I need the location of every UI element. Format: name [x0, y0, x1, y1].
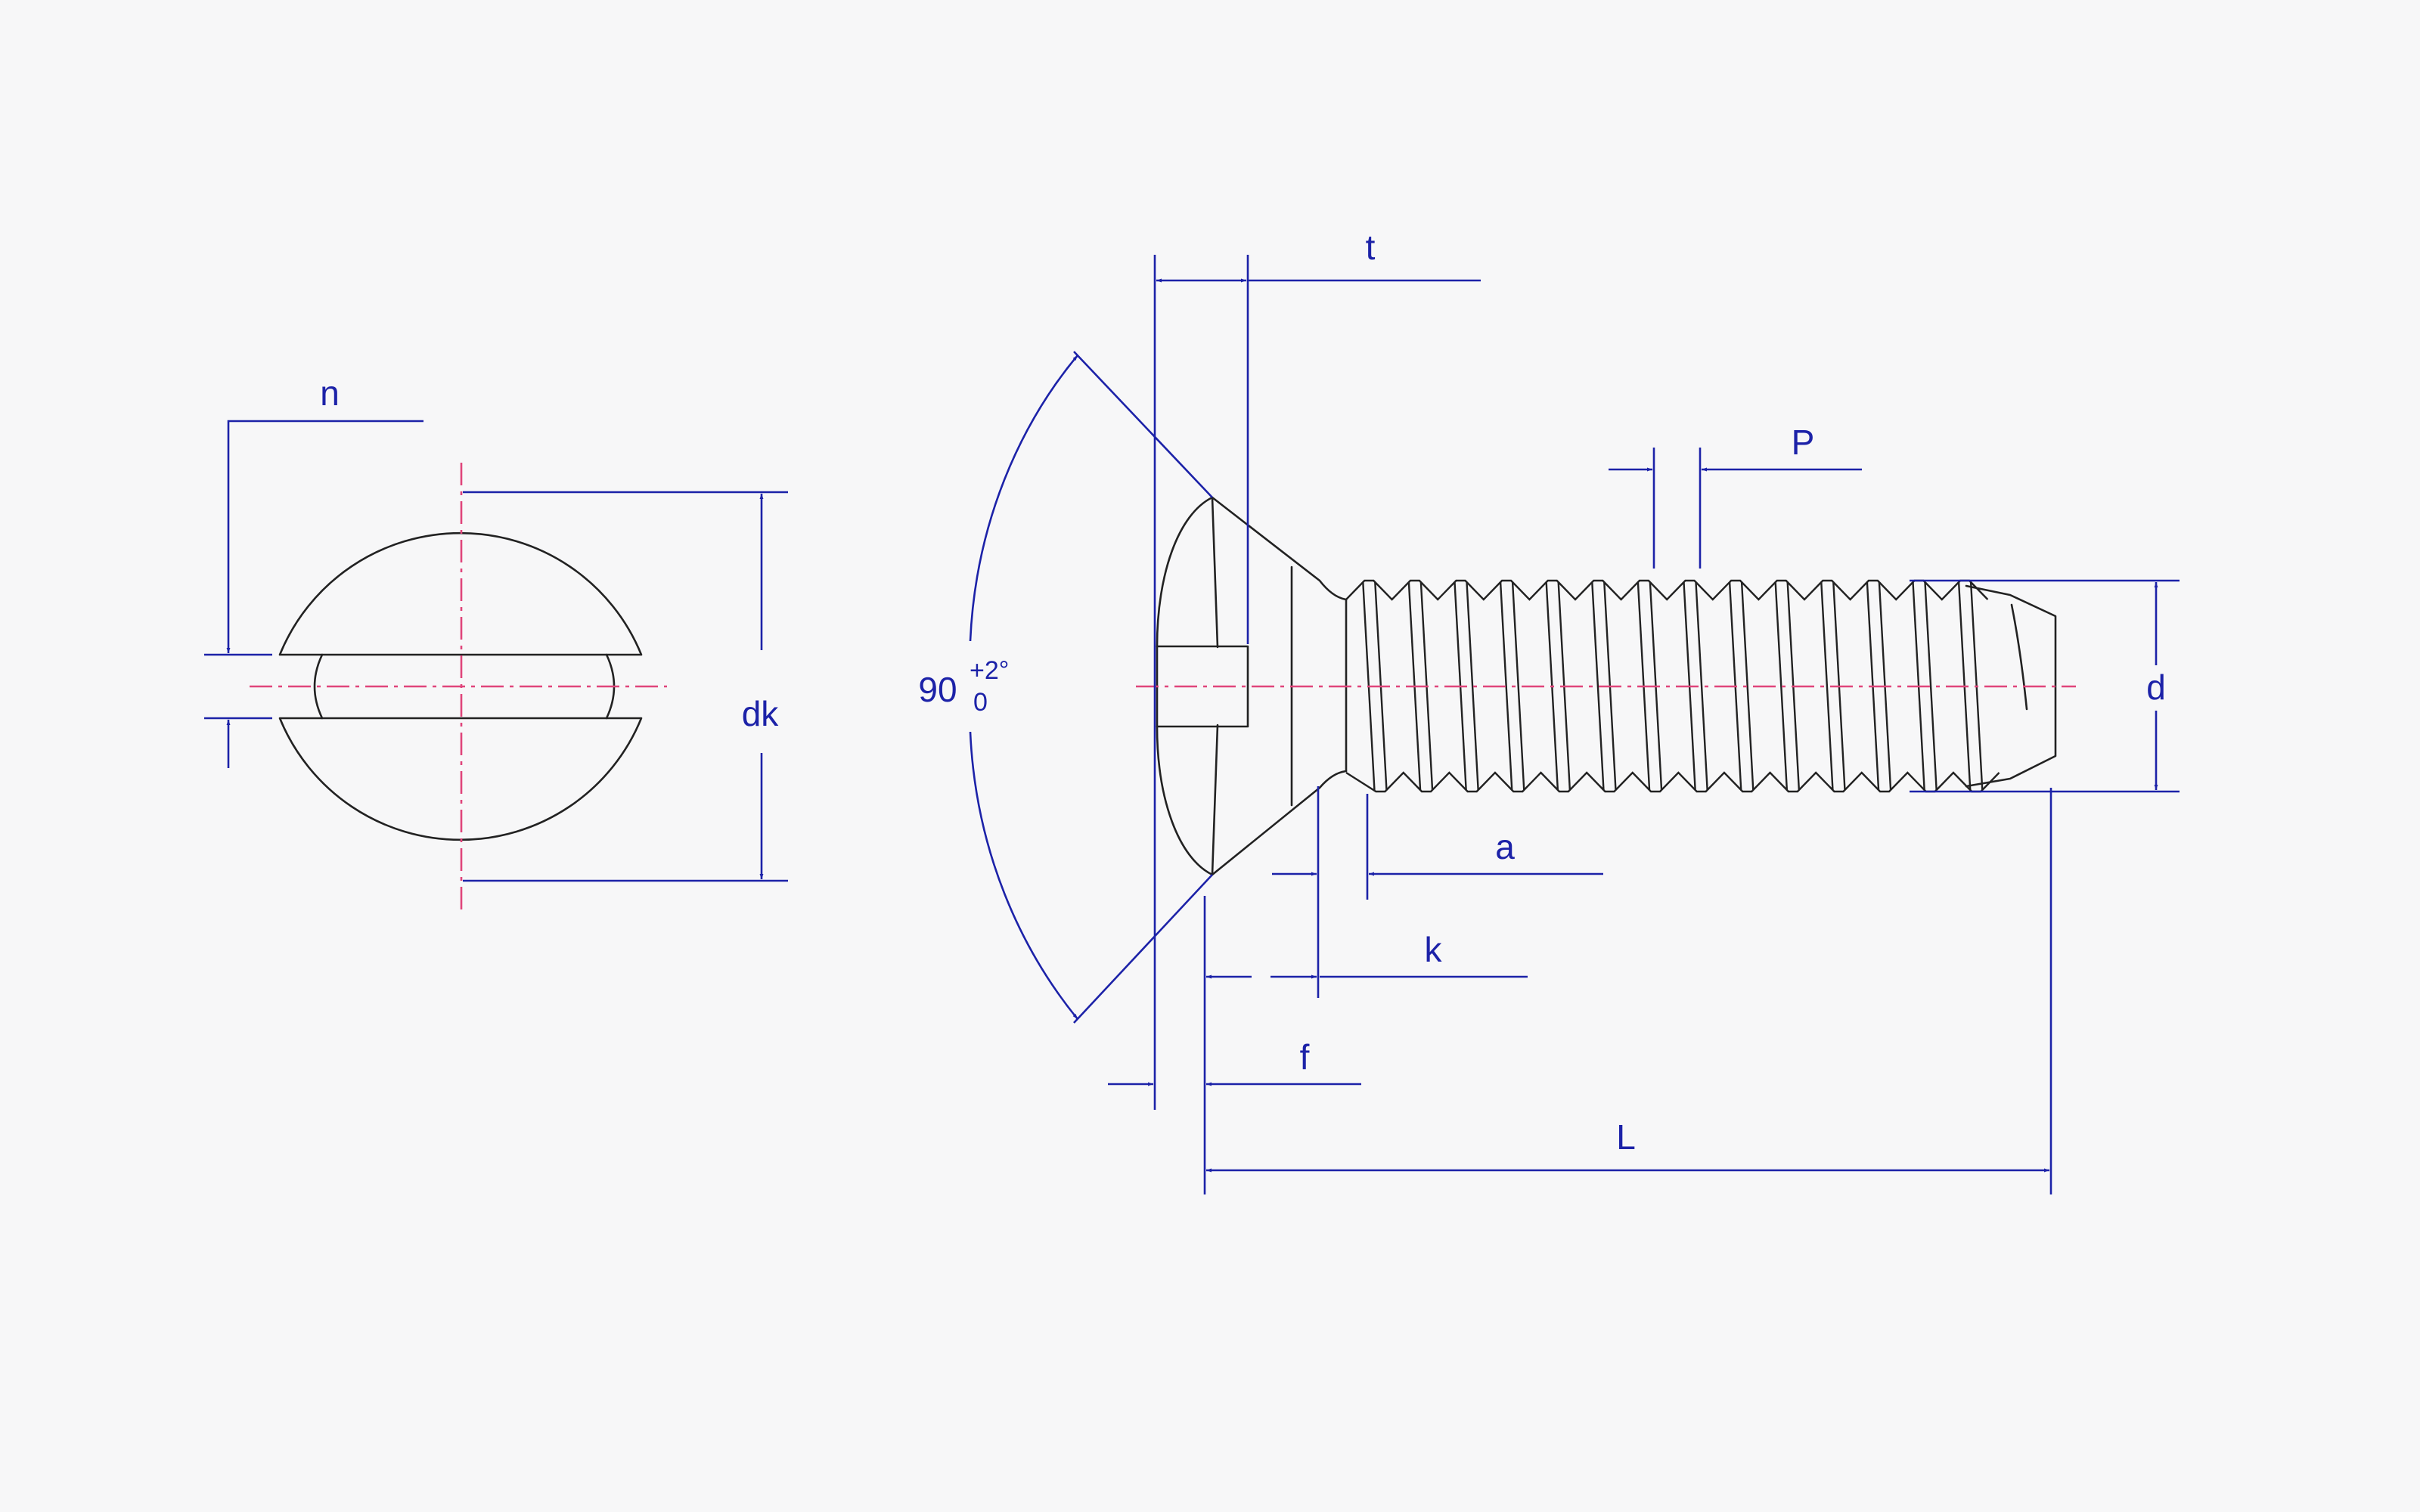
label-f: f	[1300, 1037, 1310, 1077]
dimension-angle: 90 +2° 0	[918, 351, 1213, 1024]
dimension-k: k	[1203, 896, 1528, 1194]
label-n: n	[320, 373, 340, 413]
thread-flank	[1511, 581, 1525, 791]
dimension-f: f	[1108, 1037, 1361, 1086]
tip-cutting-slot	[2010, 603, 2028, 711]
countersink-cone	[1211, 496, 1348, 876]
side-view	[1136, 496, 2076, 876]
label-angle-value: 90	[918, 670, 957, 709]
thread-flank	[1591, 581, 1605, 791]
dimension-a: a	[1272, 786, 1603, 998]
thread-flank	[1499, 581, 1513, 791]
dimension-t: t	[1153, 228, 1481, 1110]
thread-flank	[1774, 581, 1789, 791]
head-upper-half	[278, 531, 643, 656]
thread-flank	[1820, 581, 1834, 791]
screw-head	[1156, 496, 1219, 876]
dimension-n: n	[204, 373, 424, 768]
thread-flank	[1740, 581, 1754, 791]
thread-bottom-profile	[1345, 771, 2000, 793]
label-angle-tolerance-lower: 0	[973, 688, 988, 717]
thread-flank	[1466, 581, 1479, 791]
label-k: k	[1425, 930, 1443, 969]
label-d: d	[2146, 668, 2166, 707]
top-view	[250, 463, 667, 915]
label-l: L	[1616, 1117, 1636, 1157]
thread-top-profile	[1345, 579, 1989, 601]
dimension-p: P	[1609, 423, 1862, 569]
label-p: P	[1792, 423, 1815, 462]
thread-flank	[1924, 581, 1938, 791]
head-slot	[1156, 645, 1249, 728]
thread-flank	[1695, 581, 1708, 791]
label-dk: dk	[742, 694, 780, 733]
slot-left-edge	[313, 653, 324, 720]
label-angle-tolerance-upper: +2°	[970, 656, 1009, 685]
label-t: t	[1366, 228, 1376, 267]
label-a: a	[1495, 827, 1515, 866]
dimension-d: d	[1910, 579, 2180, 793]
dimension-dk: dk	[463, 491, 788, 882]
head-lower-half	[278, 717, 643, 841]
dimension-l: L	[1206, 788, 2052, 1194]
